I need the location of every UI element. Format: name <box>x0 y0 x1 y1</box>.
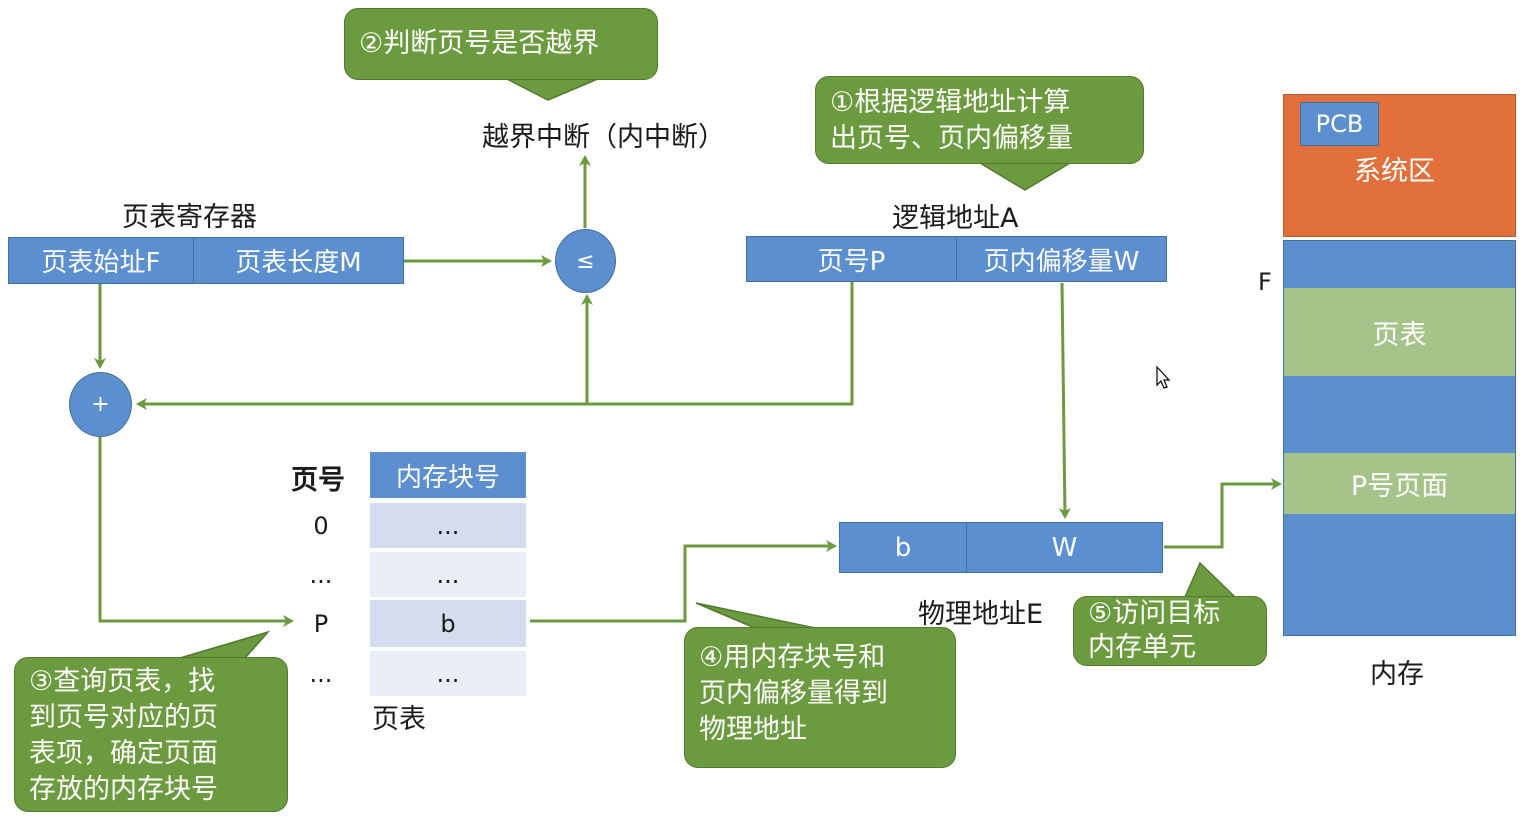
callout-lookup-table-line3: 表项，确定页面 <box>29 738 218 769</box>
adder-symbol: + <box>91 392 110 417</box>
memory-pcb-label: PCB <box>1315 110 1364 138</box>
arrow-block-to-physical <box>530 540 837 623</box>
callout-compute-physical-line3: 物理地址 <box>699 714 807 745</box>
page-table-col-block-label: 内存块号 <box>395 462 500 493</box>
memory-page-table-block: 页表 <box>1284 288 1515 376</box>
callout-compute-page-line1: ①根据逻辑地址计算 <box>830 87 1071 118</box>
callout-compute-page-line2: 出页号、页内偏移量 <box>830 123 1073 154</box>
page-table-row-2-page: P <box>313 609 329 638</box>
callout-access-memory-line1: ⑤访问目标 <box>1088 598 1221 629</box>
arrow-offset-to-physical <box>1058 282 1071 519</box>
comparator-circle: ≤ <box>555 229 616 293</box>
adder-circle: + <box>69 372 132 437</box>
memory-caption: 内存 <box>1370 659 1424 690</box>
comparator-symbol: ≤ <box>576 248 595 274</box>
page-table-row-2-block: b <box>370 600 526 647</box>
callout-access-memory-line2: 内存单元 <box>1088 632 1196 663</box>
callout-compute-physical-line2: 页内偏移量得到 <box>699 678 888 709</box>
page-table-col-page: 页号 <box>291 465 345 496</box>
register-title: 页表寄存器 <box>122 202 257 233</box>
physical-offset-label: W <box>1051 532 1078 563</box>
memory-p-page-label: P号页面 <box>1350 471 1449 502</box>
page-table-row-0-page: 0 <box>313 511 329 540</box>
memory-pcb: PCB <box>1300 102 1379 146</box>
page-table-row-3-page: ... <box>309 659 333 688</box>
arrow-adder-to-row-p <box>98 437 294 627</box>
arrow-physical-to-memory <box>1164 478 1282 549</box>
page-table-caption: 页表 <box>372 704 426 735</box>
memory-system-area-label: 系统区 <box>1354 156 1435 187</box>
memory-f-marker: F <box>1258 268 1272 296</box>
logical-offset-label: 页内偏移量W <box>983 246 1140 277</box>
callout-check-bounds: ②判断页号是否越界 <box>344 8 658 80</box>
physical-block: b <box>839 522 967 573</box>
callout-compute-page: ①根据逻辑地址计算 出页号、页内偏移量 <box>815 76 1144 164</box>
physical-address-title: 物理地址E <box>918 599 1044 630</box>
logical-address-title: 逻辑地址A <box>892 203 1019 234</box>
logical-page-number-label: 页号P <box>817 246 886 277</box>
callout-lookup-table: ③查询页表，找 到页号对应的页 表项，确定页面 存放的内存块号 <box>14 657 288 812</box>
page-table-row-1-page: ... <box>309 560 333 589</box>
callout-compute-physical: ④用内存块号和 页内偏移量得到 物理地址 <box>684 627 956 768</box>
physical-block-label: b <box>894 532 912 563</box>
memory-page-table-label: 页表 <box>1372 319 1427 351</box>
register-length-label: 页表长度M <box>235 248 362 278</box>
callout-compute-physical-line1: ④用内存块号和 <box>699 642 886 673</box>
callout-lookup-table-line4: 存放的内存块号 <box>29 774 218 805</box>
memory-system-area: PCB 系统区 <box>1283 94 1516 237</box>
page-table-row-0-block: ... <box>370 503 526 548</box>
page-table-row-1-block: ... <box>370 552 526 597</box>
register-start-address-label: 页表始址F <box>41 248 161 278</box>
callout-check-bounds-text: ②判断页号是否越界 <box>359 28 600 59</box>
page-table-row-3-block: ... <box>370 651 526 696</box>
memory-p-page-block: P号页面 <box>1284 453 1515 514</box>
mouse-cursor-icon <box>1156 365 1171 389</box>
physical-offset: W <box>966 522 1163 573</box>
arrow-page-number-to-adder <box>136 282 854 410</box>
logical-page-number: 页号P <box>746 236 957 282</box>
register-length: 页表长度M <box>193 237 404 284</box>
callout-lookup-table-line1: ③查询页表，找 <box>29 666 216 697</box>
callout-access-memory: ⑤访问目标 内存单元 <box>1073 596 1267 666</box>
interrupt-label: 越界中断（内中断） <box>482 122 725 153</box>
page-table-col-block: 内存块号 <box>370 452 526 498</box>
logical-offset: 页内偏移量W <box>956 236 1167 282</box>
callout-lookup-table-line2: 到页号对应的页 <box>29 702 218 733</box>
